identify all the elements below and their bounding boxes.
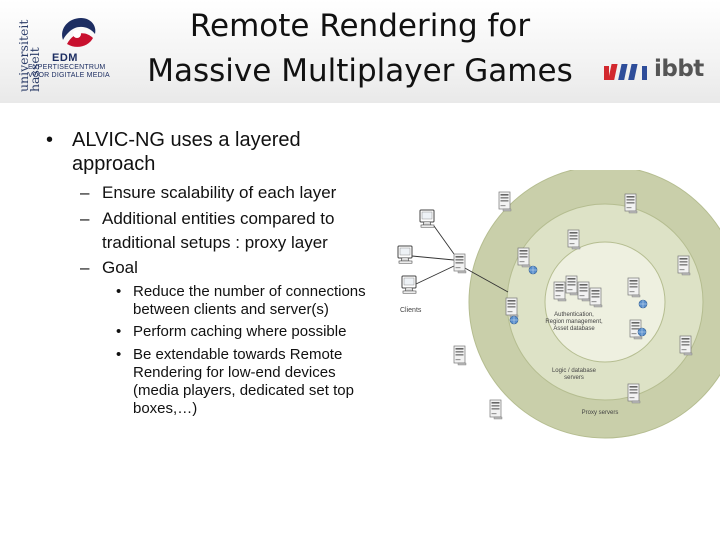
title-line-1: Remote Rendering for: [189, 8, 531, 44]
globe-icon: [528, 265, 538, 275]
university-edm-logo: universiteit hasselt EDM EXPERTISECENTRU…: [6, 6, 124, 102]
dash-marker: –: [80, 258, 90, 277]
client-monitor-icon: [419, 209, 435, 228]
sub-item-2-line-1: Additional entities compared to: [102, 209, 335, 228]
ibbt-bars-icon: [604, 64, 647, 80]
client-monitor-icon: [401, 275, 417, 294]
goal-1-line-2: between clients and server(s): [133, 301, 329, 318]
edm-subtitle-line-2: VOOR DIGITALE MEDIA: [28, 72, 110, 79]
layered-architecture-diagram: Clients Authentication, Region managemen…: [397, 170, 720, 439]
dash-marker: –: [80, 209, 90, 228]
goal-bullet-marker: •: [116, 323, 122, 340]
edm-subtitle-line-1: EXPERTISECENTRUM: [28, 64, 106, 71]
central-server-icon: [577, 281, 591, 302]
sub-item-3: Goal: [102, 258, 138, 277]
proxy-server-icon: [489, 399, 503, 420]
logic-server-icon: [505, 297, 519, 318]
proxy-server-icon: [453, 253, 467, 274]
goal-1-line-1: Reduce the number of connections: [133, 283, 366, 300]
edm-swirl-icon: [62, 18, 96, 47]
goal-3-line-4: boxes,…): [133, 400, 198, 417]
goal-3-line-1: Be extendable towards Remote: [133, 346, 343, 363]
auth-label-line-2: Region management,: [545, 319, 603, 325]
sub-item-2-line-2: traditional setups : proxy layer: [102, 233, 328, 252]
proxy-server-icon: [453, 345, 467, 366]
slide-header: universiteit hasselt EDM EXPERTISECENTRU…: [0, 0, 720, 103]
auth-label-line-3: Asset database: [553, 326, 595, 332]
logic-server-icon: [567, 229, 581, 250]
ibbt-wordmark: ibbt: [654, 56, 704, 82]
slide-title: Remote Rendering for Massive Multiplayer…: [128, 4, 592, 94]
bullet-1-line-1: ALVIC-NG uses a layered: [72, 129, 301, 151]
proxy-server-icon: [624, 193, 638, 214]
proxy-server-icon: [679, 335, 693, 356]
edm-name: EDM: [52, 52, 78, 64]
goal-3-line-2: Rendering for low-end devices: [133, 364, 336, 381]
goal-bullet-marker: •: [116, 346, 122, 363]
globe-icon: [637, 327, 647, 337]
globe-icon: [638, 299, 648, 309]
logic-label-line-2: servers: [564, 375, 584, 381]
proxy-server-icon: [677, 255, 691, 276]
goal-3-line-3: (media players, dedicated set top: [133, 382, 354, 399]
goal-bullet-marker: •: [116, 283, 122, 300]
auth-label-line-1: Authentication,: [554, 312, 594, 318]
bullet-1-line-2: approach: [72, 153, 156, 175]
central-server-icon: [553, 281, 567, 302]
proxy-label: Proxy servers: [582, 410, 619, 416]
logic-server-icon: [517, 247, 531, 268]
logic-server-icon: [627, 277, 641, 298]
globe-icon: [509, 315, 519, 325]
central-server-icon: [565, 275, 579, 296]
goal-2: Perform caching where possible: [133, 323, 347, 340]
bullet-marker: •: [46, 129, 54, 151]
title-line-2: Massive Multiplayer Games: [147, 53, 573, 89]
client-monitor-icon: [397, 245, 413, 264]
clients-label: Clients: [400, 307, 422, 314]
dash-marker: –: [80, 183, 90, 202]
central-server-icon: [589, 287, 603, 308]
logic-label-line-1: Logic / database: [552, 368, 597, 374]
sub-item-1: Ensure scalability of each layer: [102, 183, 337, 202]
center-core: [544, 241, 666, 363]
edm-subtitle: EXPERTISECENTRUM VOOR DIGITALE MEDIA: [28, 64, 138, 80]
proxy-server-icon: [498, 191, 512, 212]
proxy-server-icon: [627, 383, 641, 404]
